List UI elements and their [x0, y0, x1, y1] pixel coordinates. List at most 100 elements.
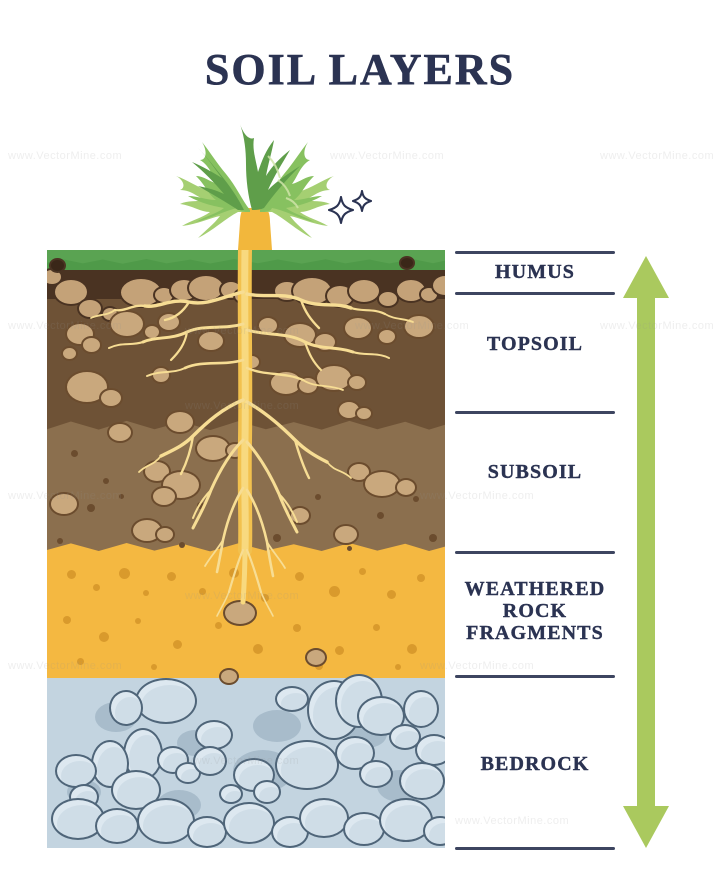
speckle	[99, 632, 109, 642]
carrot-crown	[238, 208, 272, 250]
pebble	[65, 322, 95, 346]
layer-label-weathered-line1: WEATHERED	[464, 578, 606, 600]
speckle	[77, 658, 84, 665]
boulder	[55, 754, 97, 788]
layer-label-subsoil[interactable]: SUBSOIL	[487, 461, 583, 483]
speckle	[329, 586, 340, 597]
pebble	[65, 370, 109, 404]
layer-label-weathered-line2: ROCK	[502, 600, 568, 622]
leaf-cluster-front	[192, 124, 300, 210]
speckle	[135, 618, 141, 624]
boulder	[357, 696, 405, 736]
sparkle-icon	[327, 195, 355, 229]
speckle	[119, 568, 130, 579]
pebble	[197, 330, 225, 352]
pebble	[81, 336, 102, 354]
speckle	[93, 584, 100, 591]
speckle	[87, 504, 95, 512]
speckle	[253, 644, 263, 654]
pebble	[399, 256, 415, 270]
speckle	[315, 494, 321, 500]
speckle	[143, 590, 149, 596]
pebble	[223, 600, 257, 626]
pebble	[347, 374, 367, 391]
speckle	[71, 450, 78, 457]
plant-graphic	[176, 124, 334, 250]
speckle	[215, 622, 222, 629]
speckle	[199, 588, 206, 595]
speckle	[377, 512, 384, 519]
root-system-wrapper	[47, 250, 445, 848]
boulder	[95, 808, 139, 844]
boulder	[389, 724, 421, 750]
speckle	[359, 568, 366, 575]
boulder	[399, 762, 445, 800]
divider-line-humus	[455, 292, 615, 295]
layer-label-column: HUMUS TOPSOIL SUBSOIL WEATHERED ROCK FRA…	[455, 248, 615, 850]
boulder	[135, 678, 197, 724]
speckle	[417, 574, 425, 582]
speckle	[429, 534, 437, 542]
speckle	[335, 646, 344, 655]
boulder	[193, 746, 227, 776]
watermark-text: www.VectorMine.com	[600, 150, 715, 162]
boulder	[275, 686, 309, 712]
divider-line-bottom	[455, 847, 615, 850]
speckle	[273, 534, 281, 542]
layer-label-topsoil[interactable]: TOPSOIL	[486, 333, 584, 355]
speckle	[151, 664, 157, 670]
divider-line-top	[455, 251, 615, 254]
pebble	[151, 486, 177, 507]
boulder	[219, 784, 243, 804]
pebble	[403, 314, 435, 339]
double-headed-arrow-shape	[623, 256, 669, 848]
speckle	[387, 590, 396, 599]
boulder	[223, 802, 275, 844]
divider-line-topsoil	[455, 411, 615, 414]
pebble	[49, 258, 66, 273]
pebble	[99, 388, 123, 408]
pebble	[363, 470, 401, 498]
pebble	[219, 668, 239, 685]
speckle	[293, 624, 301, 632]
bedrock-shadow	[253, 710, 301, 742]
boulder	[299, 798, 349, 838]
pebble	[305, 648, 327, 667]
pebble	[155, 526, 175, 543]
speckle	[119, 494, 124, 499]
layer-label-bedrock[interactable]: BEDROCK	[480, 753, 590, 775]
speckle	[197, 502, 204, 509]
pebble	[343, 316, 373, 340]
layer-label-humus[interactable]: HUMUS	[495, 261, 575, 283]
boulder	[359, 760, 393, 788]
divider-line-weathered	[455, 675, 615, 678]
watermark-text: www.VectorMine.com	[8, 150, 123, 162]
speckle	[57, 538, 63, 544]
divider-line-subsoil	[455, 551, 615, 554]
carrot-plant	[140, 118, 370, 268]
speckle	[67, 570, 76, 579]
layer-label-weathered-rock-fragments[interactable]: WEATHERED ROCK FRAGMENTS	[455, 578, 615, 644]
speckle	[413, 496, 419, 502]
boulder	[137, 798, 195, 844]
pebble	[395, 478, 417, 497]
speckle	[63, 616, 71, 624]
depth-arrow	[622, 256, 670, 848]
root-system	[90, 250, 414, 617]
depth-arrow-graphic	[623, 256, 669, 848]
speckle	[179, 542, 185, 548]
pebble	[109, 310, 145, 338]
boulder	[403, 690, 439, 728]
pebble	[377, 328, 397, 345]
pebble	[107, 422, 133, 443]
speckle	[347, 546, 352, 551]
speckle	[395, 664, 401, 670]
boulder	[423, 816, 445, 846]
pebble	[347, 278, 381, 304]
speckle	[167, 572, 176, 581]
speckle	[261, 594, 269, 602]
speckle	[103, 478, 109, 484]
pebble	[355, 406, 373, 421]
pebble	[131, 518, 163, 543]
boulder	[275, 740, 339, 790]
